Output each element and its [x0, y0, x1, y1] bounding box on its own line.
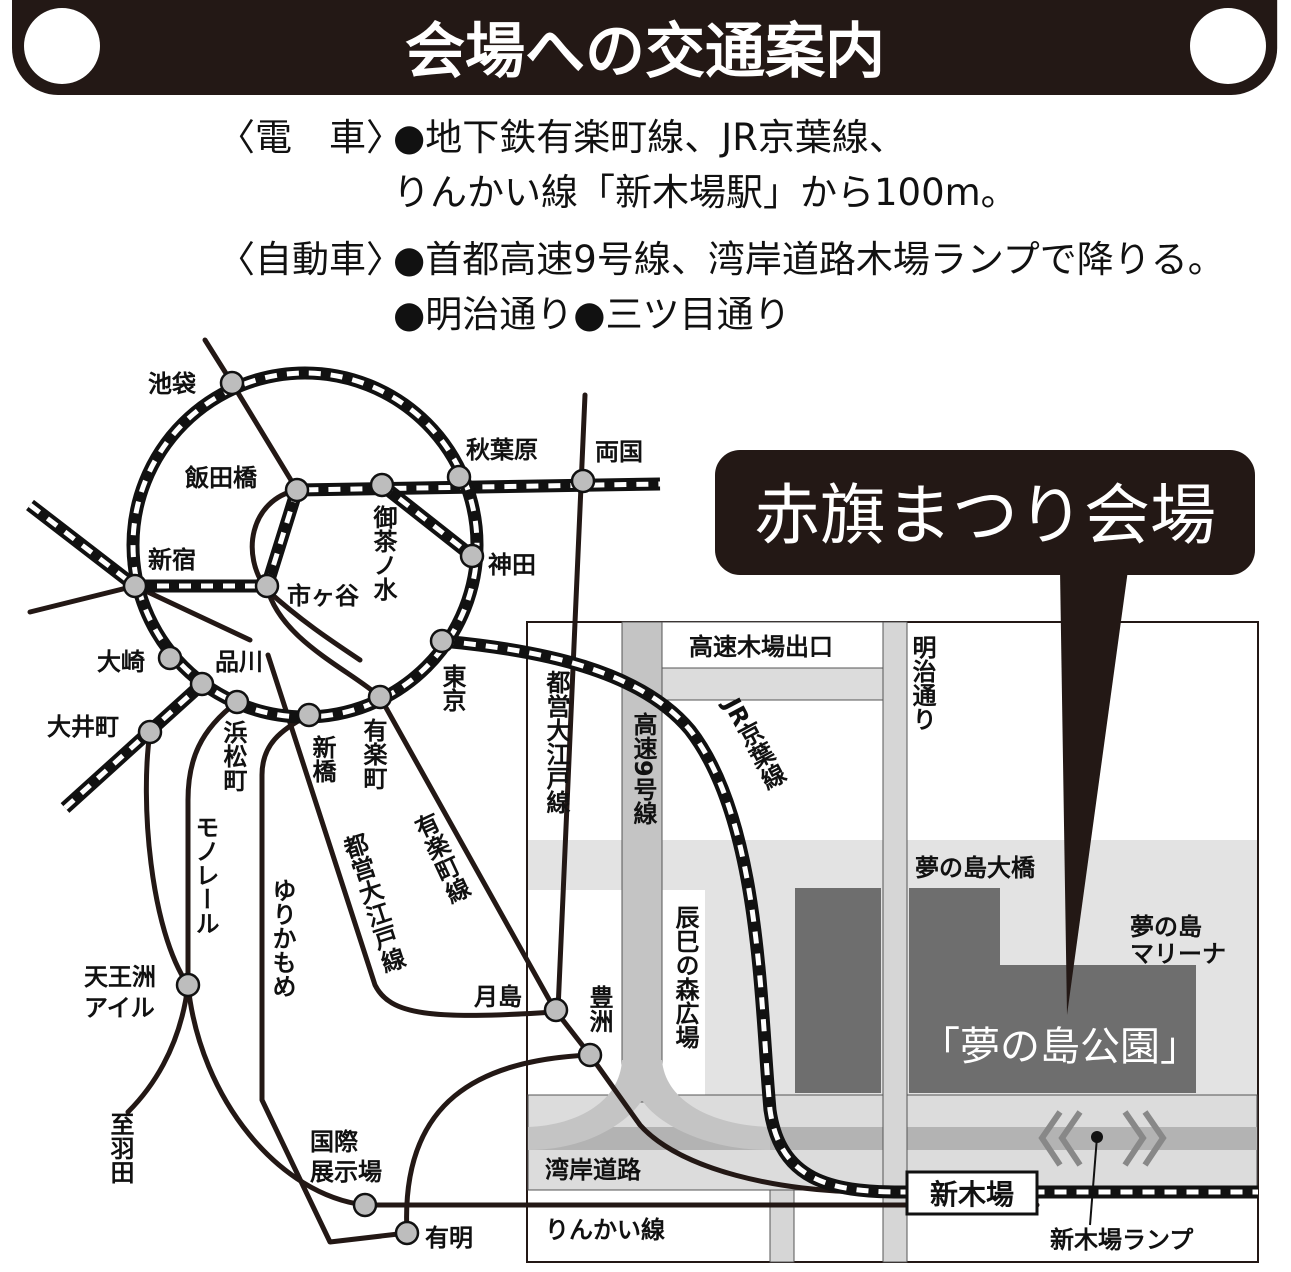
station-shinagawa: 品川	[215, 648, 263, 676]
venue-title: 赤旗まつり会場	[754, 477, 1216, 554]
station-toyosu: 豊洲	[585, 984, 613, 1033]
station-ryogoku: 両国	[595, 438, 643, 466]
label-expressway: 高速9号線	[629, 711, 657, 826]
station-kokusai: 国際	[310, 1128, 358, 1156]
page-title: 会場への交通案内	[405, 17, 885, 87]
station-tennozu: 天王洲	[84, 963, 156, 991]
label-wangan-road: 湾岸道路	[545, 1156, 642, 1184]
train-label: 〈電 車〉	[218, 116, 403, 159]
station-markers	[122, 370, 603, 1246]
label-yurikamome: ゆりかもめ	[268, 878, 296, 998]
ramp-arrows-icon	[1038, 1110, 1167, 1167]
place-labels: 高速木場出口 明治通り 夢の島大橋 辰巳の森広場 夢の島 マリーナ 湾岸道路 新…	[545, 633, 1226, 1254]
station-tokyo: 東京	[438, 664, 466, 713]
station-yurakucho: 有楽町	[359, 718, 387, 790]
station-shinkiba: 新木場	[905, 1170, 1039, 1216]
station-shinjuku: 新宿	[148, 546, 196, 574]
label-expressway-exit: 高速木場出口	[689, 633, 833, 661]
station-shimbashi: 新橋	[308, 734, 336, 783]
label-yurakucho-line: 有楽町線	[407, 809, 473, 909]
label-to-haneda: 至羽田	[106, 1112, 134, 1184]
label-shinkiba-ramp: 新木場ランプ	[1050, 1226, 1194, 1254]
station-hamamatsucho: 浜松町	[219, 720, 247, 792]
station-akihabara: 秋葉原	[466, 436, 538, 464]
station-ichigaya: 市ヶ谷	[287, 582, 360, 610]
station-osaki: 大崎	[97, 648, 145, 676]
label-tatsumi-plaza: 辰巳の森広場	[671, 905, 699, 1050]
venue-callout: 赤旗まつり会場	[715, 450, 1255, 1015]
label-oedo-vertical: 都営大江戸線	[542, 670, 571, 815]
park-area	[795, 888, 1196, 1093]
label-yumenoshima-bridge: 夢の島大橋	[915, 854, 1036, 882]
station-ochanomizu: 御茶ノ水	[369, 505, 398, 602]
station-oimachi: 大井町	[47, 713, 119, 741]
train-line1: ●地下鉄有楽町線、JR京葉線、	[393, 116, 906, 159]
station-kanda: 神田	[488, 551, 536, 579]
site-map	[526, 621, 1259, 1263]
label-meiji-dori: 明治通り	[908, 635, 936, 731]
station-tsukishima: 月島	[473, 983, 522, 1011]
station-ikebukuro: 池袋	[148, 370, 197, 398]
label-marina-2: マリーナ	[1130, 940, 1226, 968]
label-rinkai-line: りんかい線	[545, 1216, 665, 1244]
label-park: 「夢の島公園」	[920, 1024, 1200, 1070]
train-line2: りんかい線「新木場駅」から100m。	[393, 171, 1018, 214]
car-line1: ●首都高速9号線、湾岸道路木場ランプで降りる。	[393, 238, 1225, 281]
station-tennozu-isle: アイル	[84, 994, 155, 1022]
car-line2: ●明治通り●三ツ目通り	[393, 293, 791, 336]
station-iidabashi: 飯田橋	[184, 464, 258, 492]
label-marina: 夢の島	[1130, 913, 1202, 941]
header-bar: 会場への交通案内	[12, 0, 1278, 95]
station-labels: 池袋 飯田橋 秋葉原 両国 神田 新宿 市ヶ谷 御茶ノ水 大崎 品川 大井町 浜…	[47, 370, 1039, 1252]
station-tenjijo: 展示場	[310, 1158, 382, 1186]
header-circle-left-icon	[24, 8, 100, 84]
station-shinkiba-label: 新木場	[930, 1178, 1014, 1211]
header-circle-right-icon	[1190, 8, 1266, 84]
station-ariake: 有明	[425, 1224, 473, 1252]
label-monorail: モノレール	[191, 815, 219, 935]
car-label: 〈自動車〉	[218, 238, 403, 281]
